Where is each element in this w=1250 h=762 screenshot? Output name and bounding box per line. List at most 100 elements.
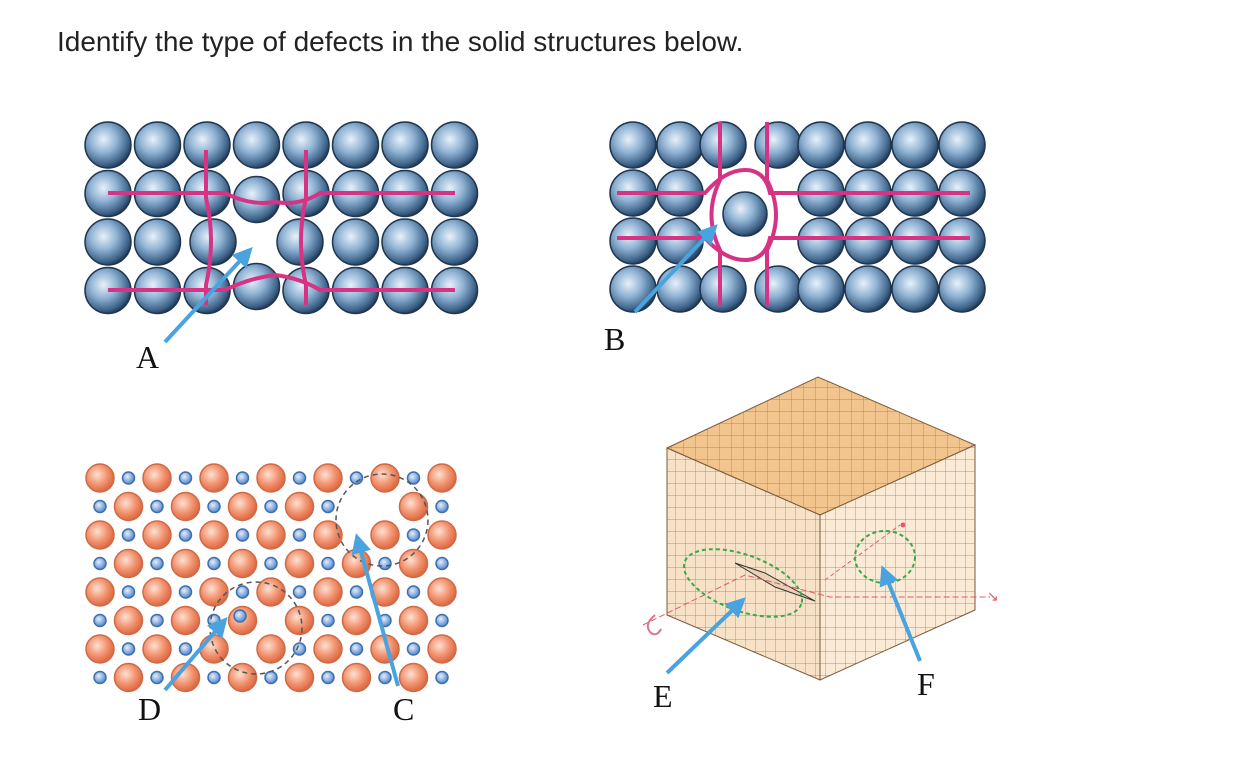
small-ion bbox=[93, 499, 107, 514]
ionic-lattice bbox=[85, 463, 457, 693]
large-ion bbox=[85, 577, 115, 607]
small-ion bbox=[207, 670, 221, 685]
atom bbox=[133, 218, 182, 266]
small-ion bbox=[178, 528, 193, 542]
atom bbox=[84, 121, 132, 169]
label-d: D bbox=[138, 691, 161, 727]
atom bbox=[938, 217, 986, 265]
large-ion bbox=[313, 577, 343, 607]
large-ion bbox=[199, 577, 229, 607]
small-ion bbox=[150, 499, 164, 514]
atom bbox=[797, 121, 845, 169]
small-ion bbox=[121, 642, 136, 656]
large-ion bbox=[113, 548, 144, 579]
large-ion bbox=[427, 520, 457, 550]
small-ion bbox=[93, 556, 107, 571]
large-ion bbox=[227, 491, 258, 522]
atom bbox=[331, 121, 380, 169]
small-ion bbox=[93, 613, 107, 628]
large-ion bbox=[284, 662, 315, 693]
small-ion bbox=[435, 499, 449, 514]
large-ion bbox=[256, 520, 286, 550]
large-ion bbox=[170, 548, 201, 579]
small-ion bbox=[235, 585, 250, 599]
small-ion bbox=[321, 499, 335, 514]
small-ion bbox=[207, 556, 221, 571]
small-ion bbox=[435, 670, 449, 685]
screw-axis bbox=[824, 524, 901, 581]
small-ion bbox=[292, 585, 307, 599]
lattice-lines-a bbox=[108, 150, 455, 305]
cube-right-face bbox=[819, 444, 976, 681]
interstitial-atom bbox=[722, 191, 768, 237]
question-text: Identify the type of defects in the soli… bbox=[57, 26, 744, 57]
axis-mark-right: ↘ bbox=[987, 588, 999, 604]
dislocation-line bbox=[642, 574, 990, 626]
large-ion bbox=[199, 634, 229, 664]
atom bbox=[609, 265, 657, 313]
atom bbox=[754, 121, 802, 169]
large-ion bbox=[284, 605, 315, 636]
atom bbox=[232, 262, 281, 311]
atom bbox=[844, 265, 892, 313]
small-ion bbox=[150, 670, 164, 685]
large-ion bbox=[85, 463, 115, 493]
arrow-c bbox=[351, 533, 400, 687]
label-b: B bbox=[604, 321, 625, 357]
label-c: C bbox=[393, 691, 414, 727]
small-ion bbox=[349, 642, 364, 656]
large-ion bbox=[341, 605, 372, 636]
small-ion bbox=[93, 670, 107, 685]
small-ion bbox=[435, 613, 449, 628]
panel-b-interstitial: B bbox=[604, 121, 986, 357]
atom bbox=[656, 121, 704, 169]
atom bbox=[189, 218, 237, 266]
small-ion bbox=[292, 528, 307, 542]
panel-ef-dislocations: ↘ E F bbox=[642, 376, 999, 714]
small-ion bbox=[406, 528, 421, 542]
large-ion bbox=[227, 548, 258, 579]
large-ion bbox=[370, 463, 400, 493]
atom bbox=[232, 121, 281, 169]
large-ion bbox=[398, 662, 429, 693]
small-ion bbox=[264, 556, 278, 571]
atom bbox=[430, 121, 479, 169]
large-ion bbox=[142, 520, 172, 550]
small-ion bbox=[321, 613, 335, 628]
large-ion bbox=[113, 662, 144, 693]
large-ion bbox=[313, 634, 343, 664]
panel-a-vacancy: A bbox=[84, 121, 479, 375]
arrow-f bbox=[879, 565, 922, 662]
small-ion bbox=[178, 585, 193, 599]
large-ion bbox=[113, 605, 144, 636]
atom bbox=[133, 121, 182, 169]
atom bbox=[938, 265, 986, 313]
small-ion bbox=[406, 642, 421, 656]
large-ion bbox=[398, 548, 429, 579]
large-ion bbox=[142, 634, 172, 664]
atom bbox=[381, 218, 429, 266]
atom bbox=[844, 217, 892, 265]
small-ion bbox=[378, 670, 392, 685]
small-ion bbox=[264, 499, 278, 514]
atom bbox=[938, 121, 986, 169]
large-ion bbox=[85, 520, 115, 550]
small-ion bbox=[406, 471, 421, 485]
small-ion bbox=[178, 471, 193, 485]
atom bbox=[430, 218, 479, 266]
large-ion bbox=[170, 491, 201, 522]
large-ion bbox=[313, 520, 343, 550]
small-ion bbox=[121, 585, 136, 599]
atom bbox=[891, 265, 939, 313]
small-ion bbox=[292, 471, 307, 485]
large-ion bbox=[370, 520, 400, 550]
small-ion bbox=[435, 556, 449, 571]
large-ion bbox=[227, 662, 258, 693]
large-ion bbox=[398, 605, 429, 636]
small-ion bbox=[178, 642, 193, 656]
label-e: E bbox=[653, 678, 673, 714]
panel-cd-ionic: C D bbox=[85, 463, 457, 727]
small-ion bbox=[378, 556, 392, 571]
arrow-d bbox=[163, 616, 228, 692]
small-ion bbox=[406, 585, 421, 599]
